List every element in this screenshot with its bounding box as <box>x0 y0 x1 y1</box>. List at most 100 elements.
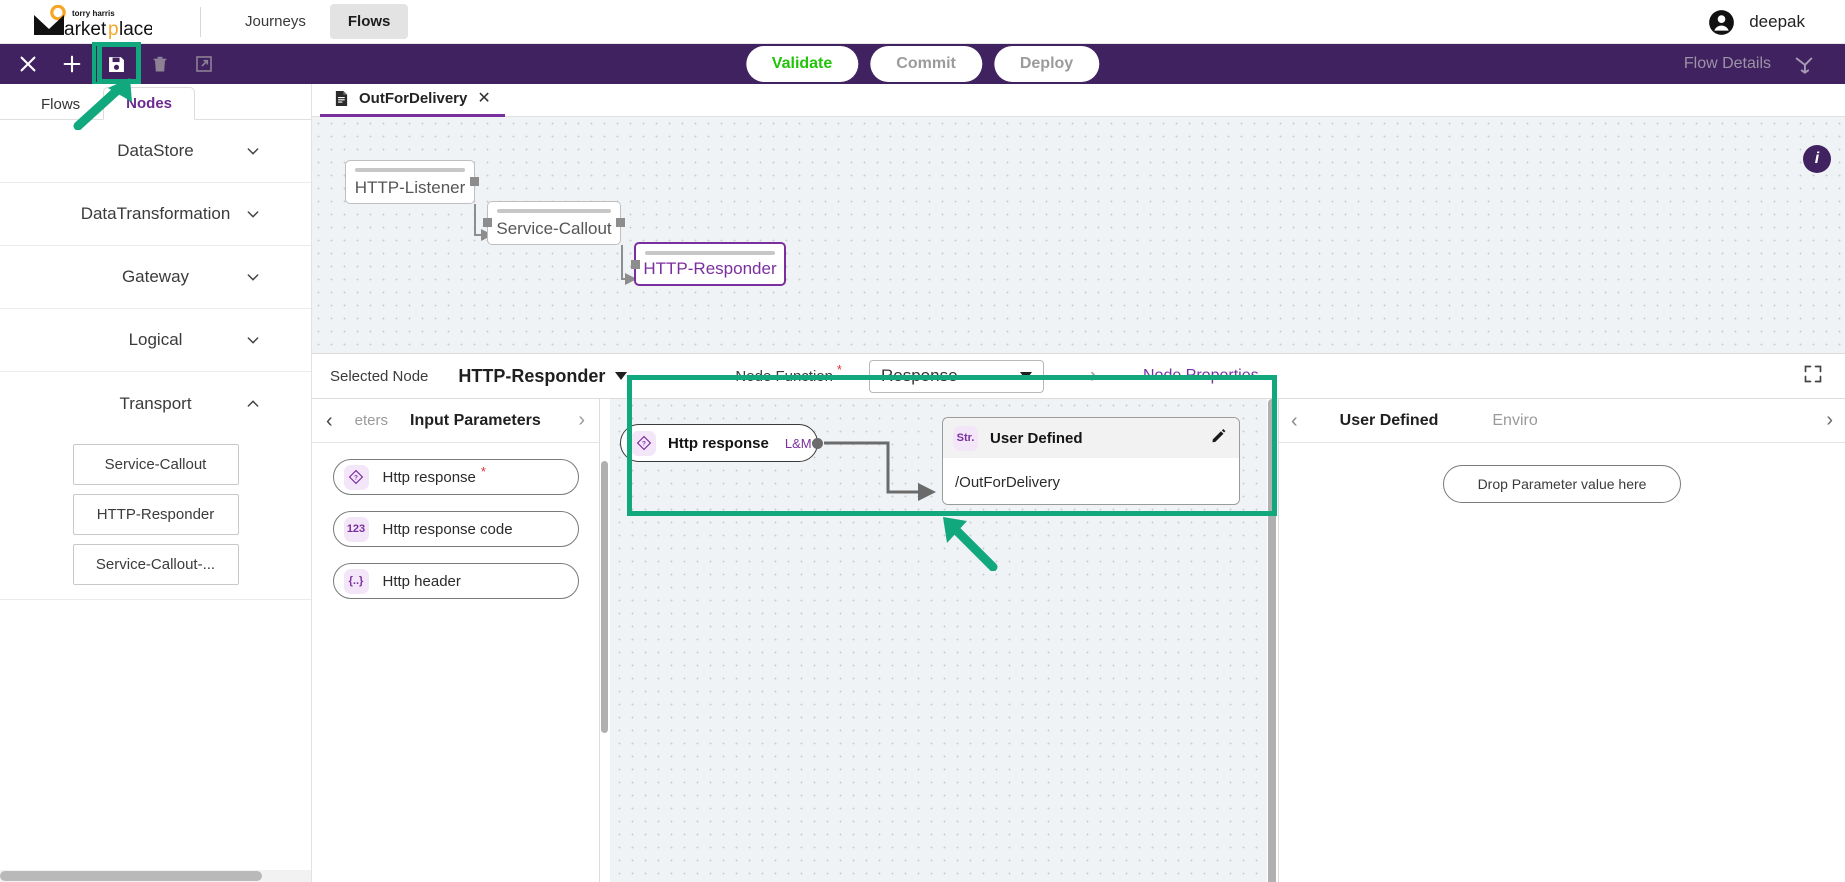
scrollbar-thumb[interactable] <box>1268 399 1276 882</box>
document-icon <box>335 91 348 106</box>
svg-text:?: ? <box>354 475 358 482</box>
scrollbar-thumb[interactable] <box>601 461 608 733</box>
diamond-question-icon: ? <box>631 430 656 456</box>
previous-panel-title: eters <box>354 412 389 429</box>
deploy-button[interactable]: Deploy <box>993 46 1100 82</box>
document-tab-outfordelivery[interactable]: OutForDelivery ✕ <box>320 84 505 117</box>
mapping-target-node[interactable]: Str. User Defined /OutForDelivery <box>942 417 1240 505</box>
node-function-label: Node Function * <box>735 362 842 385</box>
panel-title: Input Parameters <box>410 411 541 429</box>
save-icon[interactable] <box>92 42 140 86</box>
flow-node-service-callout[interactable]: Service-Callout <box>483 201 625 245</box>
sidebar-horizontal-scrollbar[interactable] <box>0 870 311 882</box>
header-divider <box>200 6 201 37</box>
param-chip-http-header[interactable]: {..} Http header <box>332 563 579 599</box>
open-external-icon[interactable] <box>182 44 226 84</box>
flow-node-http-responder[interactable]: HTTP-Responder <box>631 242 786 286</box>
info-icon[interactable]: i <box>1803 145 1831 173</box>
chevron-left-icon[interactable]: ‹ <box>326 409 333 432</box>
svg-text:?: ? <box>642 441 646 448</box>
svg-text:lace: lace <box>119 19 152 39</box>
delete-icon[interactable] <box>138 44 182 84</box>
svg-text:arket: arket <box>64 19 107 39</box>
chevron-down-icon <box>247 211 259 218</box>
required-marker: * <box>836 361 842 377</box>
node-palette-item-service-callout[interactable]: Service-Callout <box>72 444 239 485</box>
accordion-label: DataStore <box>117 141 194 160</box>
toolbar-right-group: Flow Details <box>1684 53 1815 75</box>
flow-details-link[interactable]: Flow Details <box>1683 55 1771 72</box>
validate-button[interactable]: Validate <box>745 46 859 82</box>
mapping-connectors <box>824 441 936 501</box>
accordion-header-datastore[interactable]: DataStore <box>0 120 311 183</box>
add-icon[interactable] <box>50 44 94 84</box>
pencil-icon[interactable] <box>1210 427 1227 449</box>
input-parameters-header: ‹ eters Input Parameters › <box>312 399 599 443</box>
node-function-text: Node Function <box>735 367 833 385</box>
sidebar-tabs: Flows Nodes <box>0 84 311 120</box>
number-123-icon: 123 <box>343 516 369 542</box>
node-palette-item-http-responder[interactable]: HTTP-Responder <box>72 494 239 535</box>
chevron-down-icon <box>247 274 259 281</box>
flow-node-label: HTTP-Listener <box>354 178 466 197</box>
commit-button[interactable]: Commit <box>870 46 982 82</box>
mapping-left-scrollbar[interactable] <box>600 399 610 882</box>
output-port[interactable] <box>616 218 625 227</box>
accordion-label: Logical <box>128 330 183 349</box>
close-icon[interactable] <box>6 44 50 84</box>
nav-item-journeys[interactable]: Journeys <box>245 13 306 30</box>
svg-text:torry harris: torry harris <box>72 9 115 18</box>
close-icon[interactable]: ✕ <box>477 89 491 107</box>
node-function-select[interactable]: Response <box>868 359 1044 393</box>
lower-panels: ‹ eters Input Parameters › ? Http respon… <box>312 399 1845 882</box>
selected-node-bar: Selected Node HTTP-Responder Node Functi… <box>312 353 1845 399</box>
diamond-question-icon: ? <box>343 464 369 490</box>
chevron-left-icon[interactable]: ‹ <box>1291 409 1298 432</box>
sidebar-tab-flows[interactable]: Flows <box>41 96 81 113</box>
accordion-header-logical[interactable]: Logical <box>0 309 311 372</box>
mapping-source-node[interactable]: ? Http response L&M <box>620 424 823 462</box>
chevron-right-icon[interactable]: › <box>1089 364 1097 387</box>
selected-node-value: HTTP-Responder <box>458 365 606 386</box>
sidebar-tab-nodes[interactable]: Nodes <box>103 87 196 120</box>
next-panel-title: Enviro <box>1492 411 1538 429</box>
mapping-canvas[interactable]: ? Http response L&M Str. User Defined <box>600 399 1278 882</box>
node-palette-item-service-callout-2[interactable]: Service-Callout-... <box>72 544 239 585</box>
input-port[interactable] <box>483 218 492 227</box>
output-port[interactable] <box>470 177 479 186</box>
accordion-header-transport[interactable]: Transport <box>0 372 311 435</box>
selected-node-dropdown[interactable]: HTTP-Responder <box>458 365 628 387</box>
chevron-right-icon[interactable]: › <box>1826 409 1833 431</box>
mapping-target-header: Str. User Defined <box>943 418 1239 458</box>
merge-arrow-icon[interactable] <box>1793 53 1815 75</box>
param-chip-http-response-code[interactable]: 123 Http response code <box>332 511 579 547</box>
chevron-down-icon <box>247 337 259 344</box>
flow-toolbar: Validate Commit Deploy Flow Details <box>0 42 1845 86</box>
nav-item-flows[interactable]: Flows <box>329 4 409 39</box>
accordion-header-gateway[interactable]: Gateway <box>0 246 311 309</box>
flow-node-http-listener[interactable]: HTTP-Listener <box>345 160 479 204</box>
brand-logo[interactable]: torry harris arket p lace <box>28 4 178 39</box>
chevron-right-icon[interactable]: › <box>578 409 585 431</box>
fullscreen-icon[interactable] <box>1803 364 1823 389</box>
drop-parameter-zone[interactable]: Drop Parameter value here <box>1443 465 1681 503</box>
flow-canvas[interactable]: HTTP-Listener Service-Callout HTTP-Respo… <box>312 117 1845 353</box>
document-tab-label: OutForDelivery <box>359 90 468 107</box>
mapping-vertical-scrollbar[interactable] <box>1267 399 1278 882</box>
user-area[interactable]: deepak <box>1708 0 1805 44</box>
node-properties-link[interactable]: Node Properties <box>1142 367 1259 384</box>
required-marker: * <box>480 463 486 479</box>
param-chip-http-response[interactable]: ? Http response * <box>332 459 579 495</box>
chevron-down-icon <box>247 148 259 155</box>
top-navigation: Journeys Flows <box>227 4 409 39</box>
input-port[interactable] <box>631 260 640 269</box>
scrollbar-thumb[interactable] <box>0 871 262 881</box>
string-type-icon: Str. <box>953 425 978 451</box>
accordion-header-datatransformation[interactable]: DataTransformation <box>0 183 311 246</box>
flow-action-buttons: Validate Commit Deploy <box>745 46 1100 82</box>
account-circle-icon[interactable] <box>1708 9 1735 36</box>
caret-down-icon <box>615 372 628 380</box>
output-port[interactable] <box>812 438 823 449</box>
top-header: torry harris arket p lace Journeys Flows… <box>0 0 1845 44</box>
